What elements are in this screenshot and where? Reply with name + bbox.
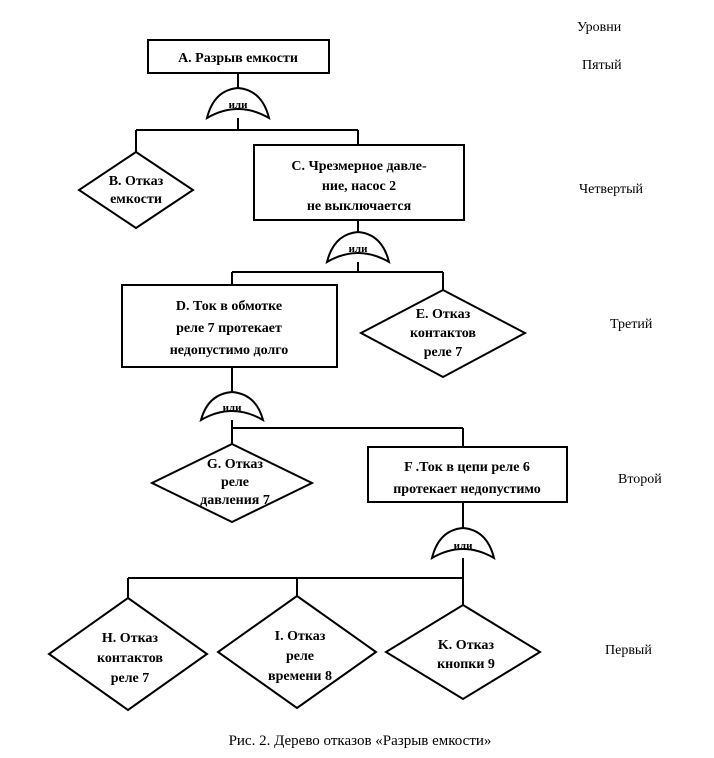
level-fourth: Четвертый xyxy=(579,182,644,197)
event-h-line-3: реле 7 xyxy=(111,671,150,686)
event-i-line-2: реле xyxy=(286,649,314,664)
level-first: Первый xyxy=(605,643,652,658)
levels-header: Уровни xyxy=(577,20,622,35)
gate-label: или xyxy=(454,540,474,552)
event-g-line-1: G. Отказ xyxy=(207,457,264,472)
event-g: G. Отказ реле давления 7 xyxy=(149,442,315,524)
level-second: Второй xyxy=(618,472,662,487)
event-b: B. Отказ емкости xyxy=(77,150,195,230)
event-a: A. Разрыв емкости xyxy=(147,39,330,74)
event-e-line-3: реле 7 xyxy=(424,345,463,360)
event-h-line-1: H. Отказ xyxy=(102,631,159,646)
event-h: H. Отказ контактов реле 7 xyxy=(47,596,209,712)
or-gate-d: или xyxy=(199,390,265,423)
event-c-line-2: ние, насос 2 xyxy=(322,179,396,194)
or-gate-c: или xyxy=(325,230,391,265)
event-i-line-3: времени 8 xyxy=(268,669,332,684)
gate-label: или xyxy=(349,243,369,255)
event-b-line-2: емкости xyxy=(110,192,162,207)
event-e: E. Отказ контактов реле 7 xyxy=(358,288,528,379)
event-k-line-2: кнопки 9 xyxy=(437,657,495,672)
event-c: C. Чрезмерное давле- ние, насос 2 не вык… xyxy=(253,144,465,221)
event-a-line-1: A. Разрыв емкости xyxy=(178,51,298,66)
event-d-line-2: реле 7 протекает xyxy=(176,321,282,336)
event-f-line-1: F .Ток в цепи реле 6 xyxy=(404,460,530,475)
event-k-line-1: K. Отказ xyxy=(438,638,495,653)
event-d: D. Ток в обмотке реле 7 протекает недопу… xyxy=(121,284,338,368)
or-gate-f: или xyxy=(430,526,496,561)
event-e-line-1: E. Отказ xyxy=(416,307,471,322)
event-f: F .Ток в цепи реле 6 протекает недопусти… xyxy=(367,446,568,503)
event-b-line-1: B. Отказ xyxy=(109,174,164,189)
event-g-line-3: давления 7 xyxy=(200,493,270,508)
event-d-line-1: D. Ток в обмотке xyxy=(176,299,282,314)
level-third: Третий xyxy=(610,317,653,332)
figure-caption: Рис. 2. Дерево отказов «Разрыв емкости» xyxy=(229,733,492,749)
event-k: K. Отказ кнопки 9 xyxy=(384,603,542,701)
event-h-line-2: контактов xyxy=(97,651,163,666)
level-fifth: Пятый xyxy=(582,58,622,73)
event-e-line-2: контактов xyxy=(410,326,476,341)
event-f-line-2: протекает недопустимо xyxy=(393,482,541,497)
or-gate-a: или xyxy=(205,86,271,121)
event-d-line-3: недопустимо долго xyxy=(170,343,289,358)
event-g-line-2: реле xyxy=(221,475,249,490)
event-c-line-3: не выключается xyxy=(307,199,412,214)
event-i: I. Отказ реле времени 8 xyxy=(216,594,378,710)
event-i-line-1: I. Отказ xyxy=(275,629,326,644)
connector-lines xyxy=(127,73,464,605)
event-c-line-1: C. Чрезмерное давле- xyxy=(291,159,427,174)
gate-label: или xyxy=(229,99,249,111)
gate-label: или xyxy=(223,402,243,414)
